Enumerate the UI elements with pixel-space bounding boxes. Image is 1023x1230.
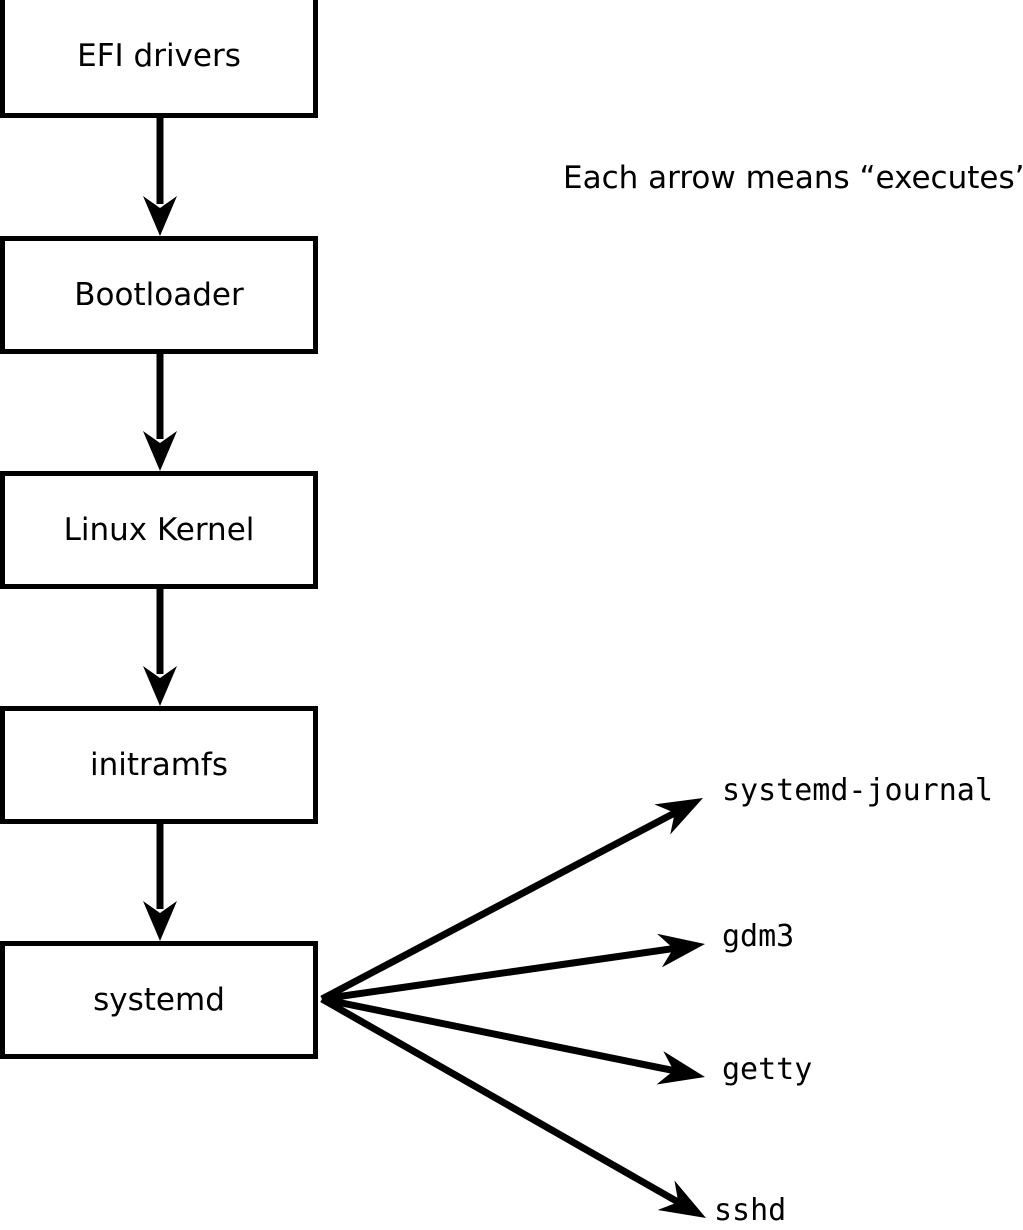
service-label-getty: getty — [722, 1052, 813, 1087]
process-box-systemd: systemd — [0, 941, 318, 1059]
arrow-shaft-systemd-to-systemd-journal — [320, 809, 677, 1003]
service-label-systemd-journal: systemd-journal — [722, 773, 993, 808]
process-box-linux-kernel: Linux Kernel — [0, 471, 318, 589]
arrow-head-systemd-to-gdm3 — [657, 933, 705, 968]
process-box-label-systemd: systemd — [93, 981, 225, 1018]
process-box-label-linux-kernel: Linux Kernel — [63, 511, 255, 548]
process-box-label-efi-drivers: EFI drivers — [77, 38, 241, 74]
process-box-efi-drivers: EFI drivers — [0, 0, 318, 118]
arrow-head-efi-drivers-to-bootloader — [143, 196, 177, 236]
process-box-label-bootloader: Bootloader — [74, 276, 244, 313]
process-box-bootloader: Bootloader — [0, 236, 318, 354]
chain-arrow-group — [143, 118, 177, 941]
arrow-shaft-systemd-to-getty — [321, 995, 675, 1075]
process-box-initramfs: initramfs — [0, 706, 318, 824]
arrow-head-systemd-to-systemd-journal — [654, 798, 703, 835]
service-label-gdm3: gdm3 — [722, 919, 795, 954]
process-box-label-initramfs: initramfs — [89, 746, 229, 783]
arrow-head-initramfs-to-systemd — [143, 901, 177, 941]
legend-caption: Each arrow means “executes”. — [563, 160, 1023, 196]
arrow-head-systemd-to-sshd — [657, 1180, 706, 1218]
arrow-shaft-systemd-to-sshd — [320, 995, 680, 1206]
arrow-head-systemd-to-getty — [656, 1051, 705, 1085]
arrow-head-linux-kernel-to-initramfs — [143, 666, 177, 706]
service-label-sshd: sshd — [714, 1193, 787, 1228]
arrow-head-bootloader-to-linux-kernel — [143, 431, 177, 471]
arrow-shaft-systemd-to-gdm3 — [321, 945, 674, 1003]
fanout-arrow-group — [320, 798, 706, 1218]
